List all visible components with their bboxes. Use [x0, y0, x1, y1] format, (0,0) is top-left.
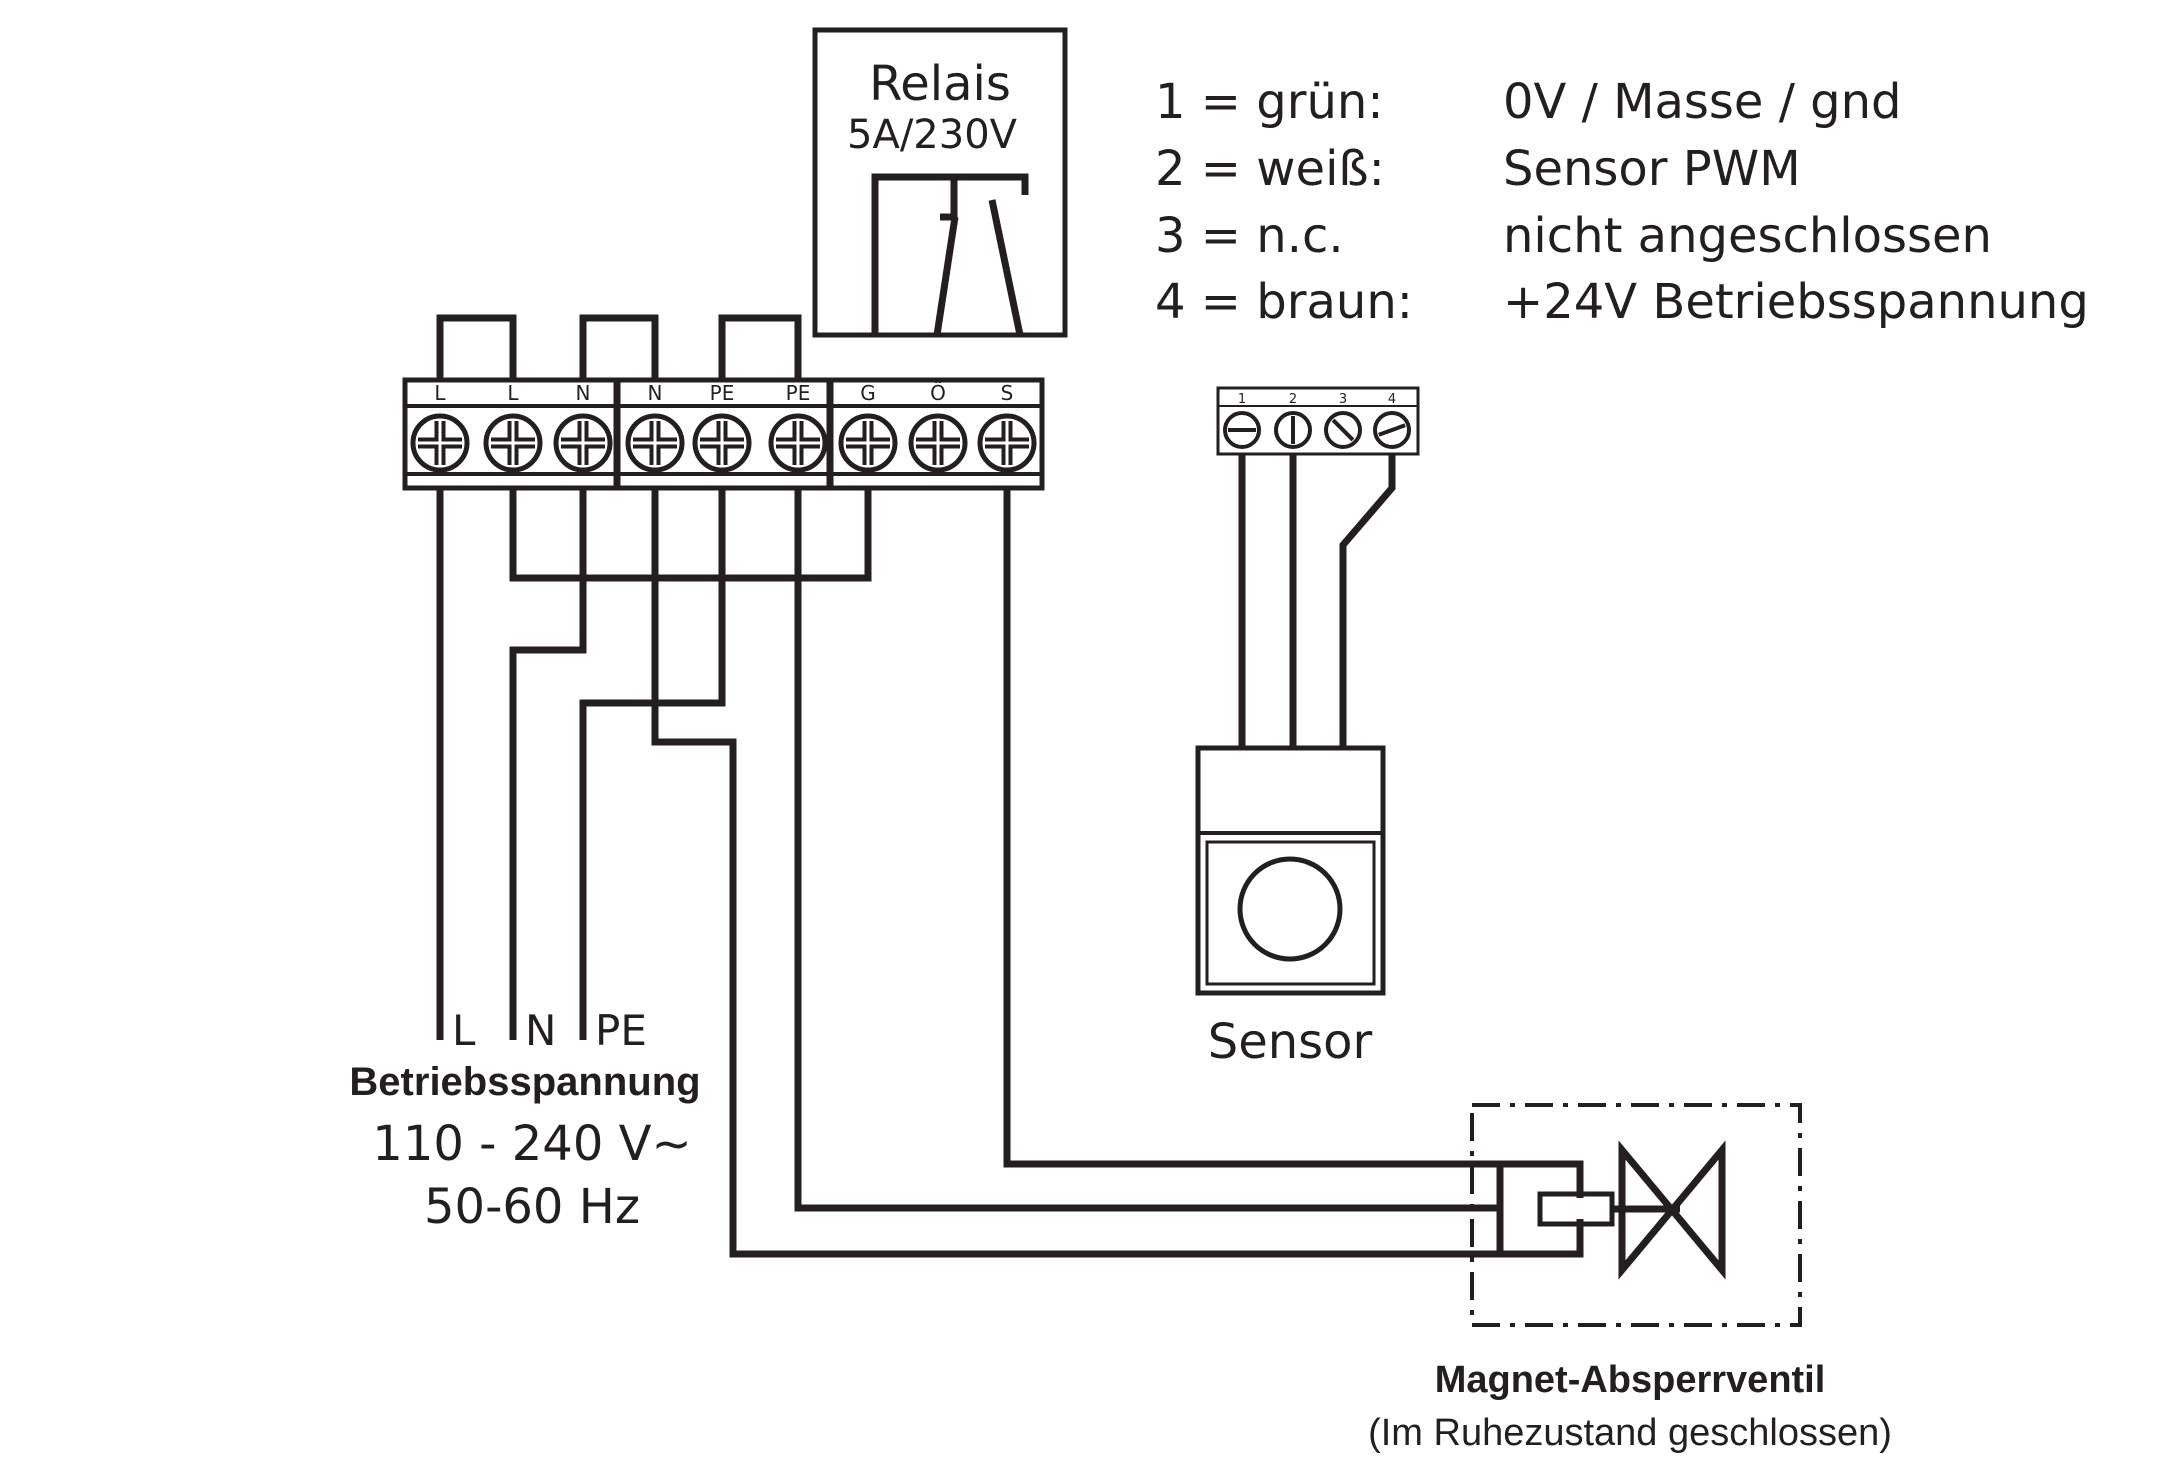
- relay-title: Relais: [869, 56, 1011, 112]
- screw-icon: [625, 413, 685, 473]
- legend-key-2: 2 = weiß:: [1155, 141, 1385, 197]
- supply-wire-n: N: [525, 1006, 556, 1055]
- terminal-label: L: [507, 381, 519, 405]
- terminal-label: PE: [710, 381, 735, 405]
- supply-frequency: 50-60 Hz: [424, 1179, 640, 1235]
- sensor-terminal-4: 4: [1373, 392, 1411, 449]
- relay: Relais 5A/230V: [812, 27, 1068, 338]
- relay-contact: [871, 173, 1029, 335]
- supply-wire-l: L: [452, 1006, 476, 1055]
- terminal-8: Ö: [908, 381, 968, 473]
- supply-voltage: 110 - 240 V~: [372, 1116, 691, 1172]
- supply-wire-pe: PE: [595, 1006, 647, 1055]
- sensor-label: Sensor: [1208, 1014, 1373, 1070]
- terminal-label: S: [1001, 381, 1014, 405]
- sensor-terminal-label: 3: [1339, 392, 1347, 407]
- legend-desc-3: nicht angeschlossen: [1503, 208, 1992, 264]
- sensor: Sensor: [1195, 745, 1386, 1070]
- terminal-1: L: [410, 381, 470, 473]
- relay-rating: 5A/230V: [847, 112, 1018, 158]
- terminal-label: PE: [786, 381, 811, 405]
- wire-color-legend: 1 = grün: 0V / Masse / gnd 2 = weiß: Sen…: [1155, 74, 2089, 330]
- sensor-body: [1195, 745, 1386, 996]
- sensor-terminal-block: 1 2 3 4: [1216, 386, 1420, 456]
- valve-title: Magnet-Absperrventil: [1435, 1359, 1826, 1401]
- terminal-label: N: [648, 381, 663, 405]
- terminal-9: S: [977, 381, 1037, 473]
- screw-icon: [1223, 411, 1261, 449]
- relay-switch-left: [933, 177, 959, 336]
- wire-n-bridge: [509, 488, 872, 582]
- terminal-3: N: [553, 381, 613, 473]
- jumper-bridges: [436, 314, 802, 380]
- wires: [436, 488, 1584, 1258]
- sensor-terminal-label: 4: [1388, 392, 1396, 407]
- supply-labels: L N PE Betriebsspannung 110 - 240 V~ 50-…: [349, 1006, 700, 1235]
- wire-supply-n: [509, 488, 587, 1040]
- screw-icon: [1274, 411, 1312, 449]
- screw-icon: [1373, 411, 1411, 449]
- wire-valve-pe: [794, 488, 1500, 1212]
- valve-subtitle: (Im Ruhezustand geschlossen): [1368, 1412, 1892, 1454]
- screw-icon: [838, 413, 898, 473]
- terminal-4: N: [625, 381, 685, 473]
- terminal-label: G: [860, 381, 876, 405]
- valve-housing: [1470, 1103, 1802, 1327]
- terminal-2: L: [483, 381, 543, 473]
- legend-key-4: 4 = braun:: [1155, 274, 1413, 330]
- screw-icon: [483, 413, 543, 473]
- legend-desc-4: +24V Betriebsspannung: [1503, 274, 2089, 330]
- terminal-label: N: [576, 381, 591, 405]
- sensor-screws: 1 2 3 4: [1223, 392, 1411, 449]
- wire-valve-s: [1003, 488, 1584, 1198]
- legend-key-1: 1 = grün:: [1155, 74, 1384, 130]
- screw-icon: [1324, 411, 1362, 449]
- screw-icon: [908, 413, 968, 473]
- solenoid-coil: [1537, 1191, 1615, 1227]
- terminal-label: Ö: [930, 381, 946, 405]
- sensor-terminal-2: 2: [1274, 392, 1312, 449]
- sensor-terminal-1: 1: [1223, 392, 1261, 449]
- screw-icon: [410, 413, 470, 473]
- wire-valve-n: [651, 488, 1584, 1258]
- sensor-terminal-label: 1: [1238, 392, 1246, 407]
- terminal-6: PE: [768, 381, 828, 473]
- terminal-screws: L L N N PE PE G Ö S: [410, 381, 1037, 473]
- screw-icon: [692, 413, 752, 473]
- screw-icon: [768, 413, 828, 473]
- screw-icon: [553, 413, 613, 473]
- sensor-cable: [1238, 454, 1396, 750]
- relay-switch-right: [988, 199, 1024, 336]
- terminal-label: L: [434, 381, 446, 405]
- terminal-block: L L N N PE PE G Ö S: [402, 377, 1045, 491]
- valve-symbol: [1618, 1140, 1726, 1280]
- legend-key-3: 3 = n.c.: [1155, 208, 1344, 264]
- solenoid-valve: Magnet-Absperrventil (Im Ruhezustand ges…: [1368, 1103, 1892, 1454]
- terminal-5: PE: [692, 381, 752, 473]
- legend-desc-1: 0V / Masse / gnd: [1503, 74, 1901, 130]
- sensor-terminal-label: 2: [1289, 392, 1297, 407]
- sensor-terminal-3: 3: [1324, 392, 1362, 449]
- terminal-7: G: [838, 381, 898, 473]
- supply-title: Betriebsspannung: [349, 1060, 700, 1104]
- legend-desc-2: Sensor PWM: [1503, 141, 1801, 197]
- screw-icon: [977, 413, 1037, 473]
- sensor-element: [1237, 856, 1343, 962]
